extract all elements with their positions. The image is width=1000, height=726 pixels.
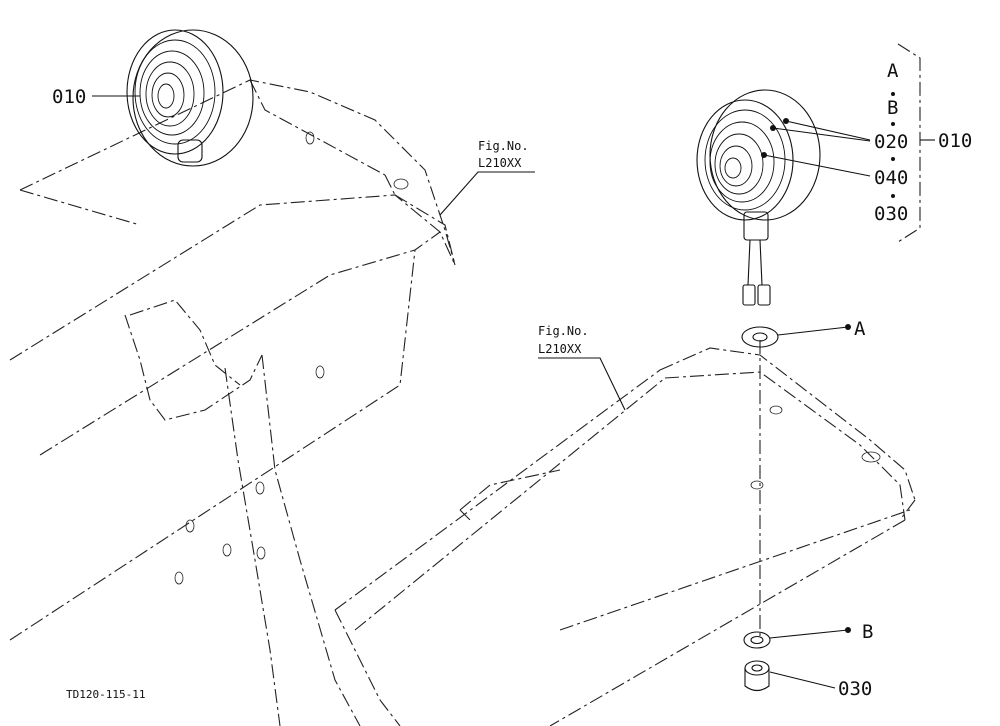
list-part-020: 020 — [874, 131, 908, 153]
right-lamp — [696, 89, 821, 306]
washer-a-label: A — [854, 318, 866, 340]
fig-ref-number-right: L210XX — [538, 342, 582, 356]
fig-ref-title: Fig.No. — [478, 139, 529, 153]
nut-part-number: 030 — [838, 678, 872, 700]
lamp-part-number: 010 — [52, 86, 86, 108]
washer-b-label: B — [862, 621, 873, 643]
assembly-bracket-list: A B 020 040 030 010 — [874, 43, 972, 243]
right-fig-ref: Fig.No. L210XX — [538, 324, 626, 411]
left-lamp — [126, 29, 254, 167]
list-part-040: 040 — [874, 167, 908, 189]
mounting-stack: A B 030 — [741, 318, 873, 700]
fig-ref-number: L210XX — [478, 156, 522, 170]
list-label-b: B — [887, 97, 898, 119]
right-fender-outline — [334, 347, 916, 726]
lamp-leader-lines — [761, 118, 871, 177]
drawing-code: TD120-115-11 — [66, 688, 145, 701]
assembly-part-number: 010 — [938, 130, 972, 152]
left-lamp-callout: 010 — [52, 86, 140, 108]
left-fender-outline — [9, 79, 456, 726]
list-label-a: A — [887, 60, 899, 82]
left-fig-ref: Fig.No. L210XX — [439, 139, 535, 216]
list-part-030: 030 — [874, 203, 908, 225]
fig-ref-title-right: Fig.No. — [538, 324, 589, 338]
